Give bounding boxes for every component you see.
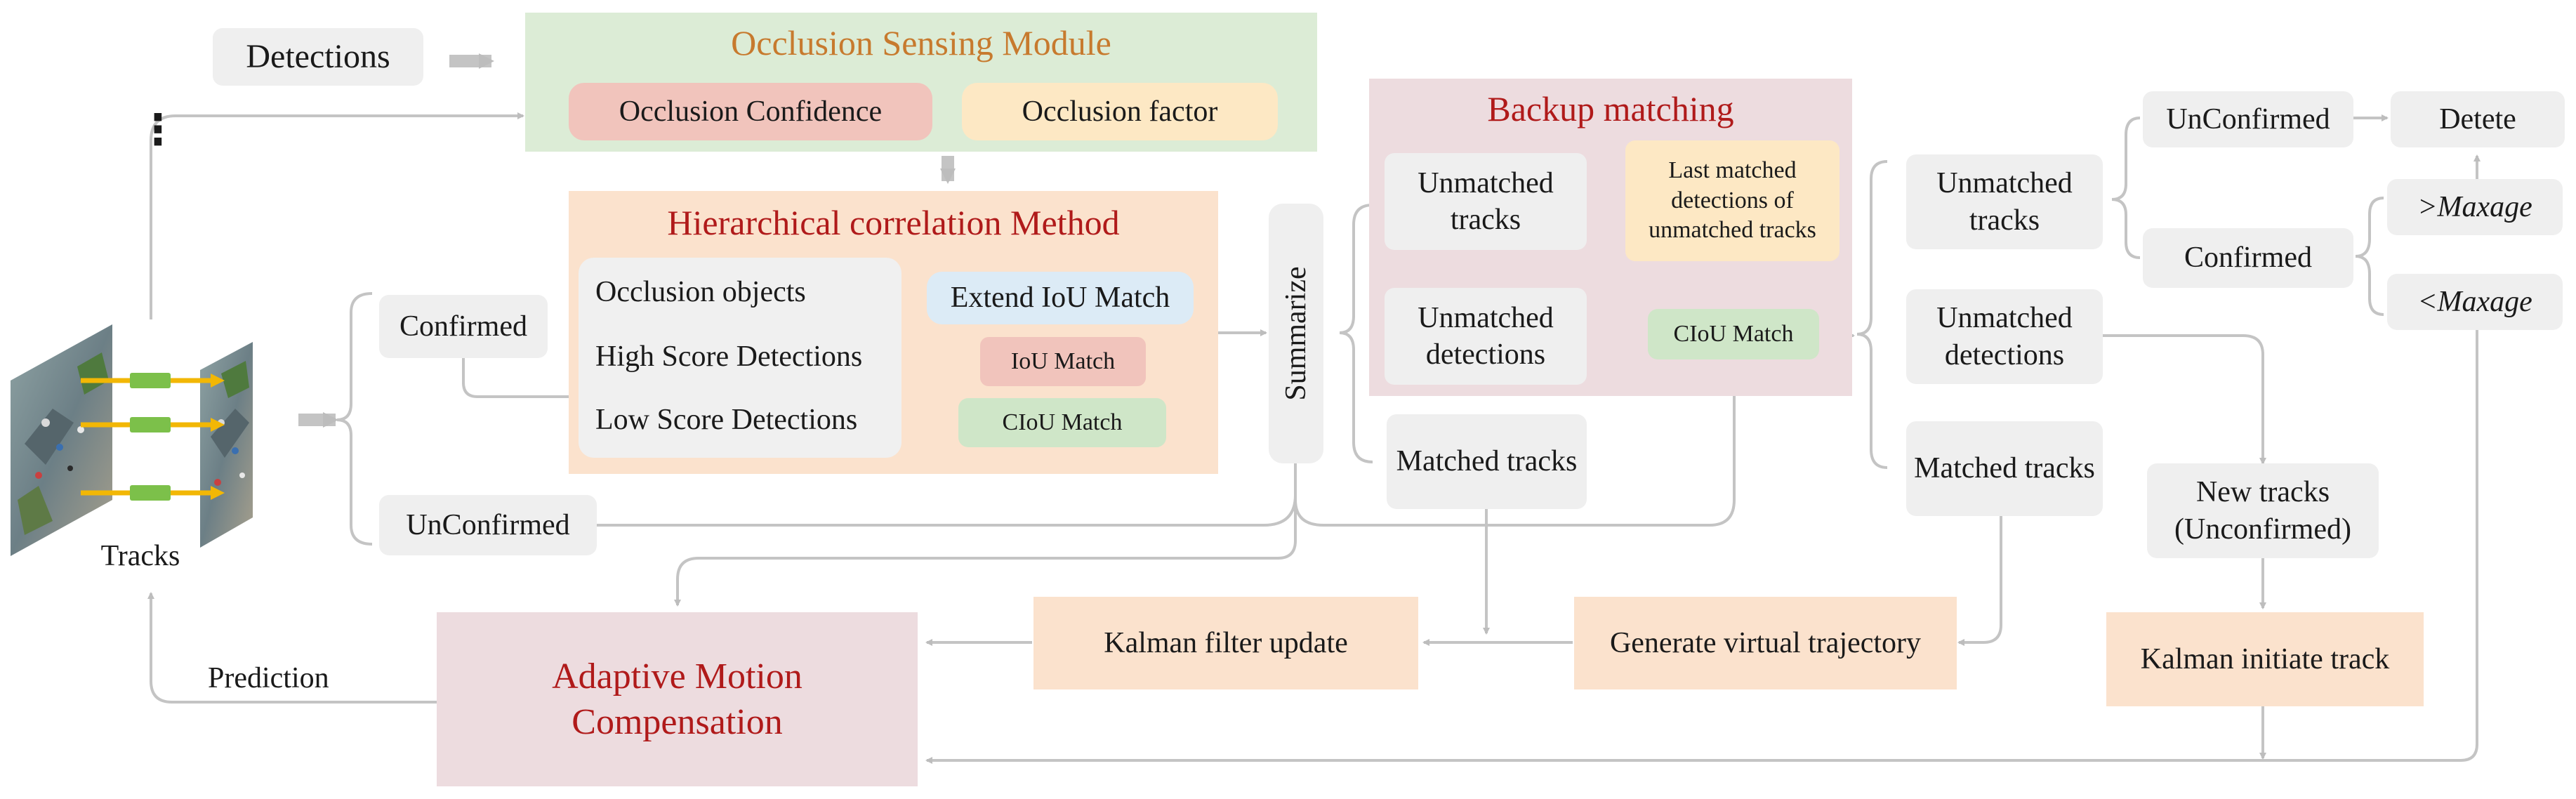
unmatched-detections-box-2: Unmatched detections <box>1906 289 2103 384</box>
occlusion-confidence-box: Occlusion Confidence <box>569 83 932 140</box>
detections-box: Detections <box>213 28 423 86</box>
occlusion-objects-label: Occlusion objects <box>595 276 806 308</box>
arrow-summarize-to-adaptive <box>674 463 1297 607</box>
arrow-summarize-to-ciou <box>1294 359 1738 527</box>
ciou-match-box-2: CIoU Match <box>1648 309 1819 359</box>
ciou-match-box-1: CIoU Match <box>958 398 1166 447</box>
last-matched-box: Last matched detections of unmatched tra… <box>1625 140 1839 261</box>
arrow-confirmed-to-hcm <box>462 358 580 400</box>
tracks-illustration <box>11 324 253 556</box>
arrow-ltmax-to-adaptive <box>925 330 2478 764</box>
occlusion-module-title: Occlusion Sensing Module <box>731 22 1111 62</box>
arrow-matched2-to-generate <box>1957 516 2002 646</box>
brace-maxage <box>2355 197 2384 316</box>
summarize-label: Summarize <box>1279 266 1312 401</box>
low-score-label: Low Score Detections <box>595 404 858 436</box>
high-score-label: High Score Detections <box>595 341 863 373</box>
middle-brace <box>1339 204 1373 463</box>
unconfirmed-box-2: UnConfirmed <box>2143 91 2353 147</box>
matched-tracks-box-1: Matched tracks <box>1387 414 1587 509</box>
new-tracks-box: New tracks (Unconfirmed) <box>2147 463 2379 558</box>
occlusion-factor-box: Occlusion factor <box>962 83 1278 140</box>
hierarchical-correlation-panel: Hierarchical correlation Method Occlusio… <box>569 191 1218 474</box>
hierarchical-title: Hierarchical correlation Method <box>667 202 1120 242</box>
confirmed-box-2: Confirmed <box>2143 228 2353 288</box>
unmatched-tracks-box-1: Unmatched tracks <box>1385 153 1587 250</box>
adaptive-motion-compensation-box: Adaptive Motion Compensation <box>437 612 918 786</box>
arrow-tracks-to-occlusion-module <box>150 112 524 319</box>
kalman-filter-update-box: Kalman filter update <box>1033 597 1418 689</box>
matched-tracks-box-2: Matched tracks <box>1906 421 2103 516</box>
gt-maxage-box: >Maxage <box>2387 179 2563 235</box>
unmatched-detections-box-1: Unmatched detections <box>1385 288 1587 385</box>
prediction-label: Prediction <box>208 662 329 694</box>
backup-title: Backup matching <box>1487 88 1734 128</box>
confirmed-box-1: Confirmed <box>379 295 548 358</box>
right-brace <box>1856 160 1888 469</box>
tracks-label: Tracks <box>100 539 180 572</box>
frame-front <box>200 342 253 548</box>
occlusion-sensing-module: Occlusion Sensing Module Occlusion Confi… <box>525 13 1317 152</box>
generate-virtual-trajectory-box: Generate virtual trajectory <box>1574 597 1957 689</box>
backup-matching-panel: Backup matching Unmatched tracks Last ma… <box>1369 79 1852 396</box>
brace-unconfirmed-confirmed <box>2111 117 2141 259</box>
kalman-initiate-box: Kalman initiate track <box>2106 612 2424 706</box>
left-brace <box>336 292 373 546</box>
iou-match-box: IoU Match <box>980 337 1146 386</box>
arrow-unmatched-det-to-new <box>2103 334 2266 465</box>
extend-iou-match-box: Extend IoU Match <box>927 272 1194 324</box>
arrow-adaptive-to-tracks <box>147 592 437 704</box>
summarize-box: Summarize <box>1269 204 1323 463</box>
frame-back <box>11 324 112 556</box>
detete-box: Detete <box>2391 91 2565 147</box>
track-arrows <box>81 373 225 501</box>
track-ellipsis: ⋮ <box>137 105 179 154</box>
lt-maxage-box: <Maxage <box>2387 274 2563 330</box>
unconfirmed-box-1: UnConfirmed <box>379 495 597 555</box>
detection-groups-box: Occlusion objects High Score Detections … <box>579 258 901 458</box>
unmatched-tracks-box-2: Unmatched tracks <box>1906 154 2103 249</box>
